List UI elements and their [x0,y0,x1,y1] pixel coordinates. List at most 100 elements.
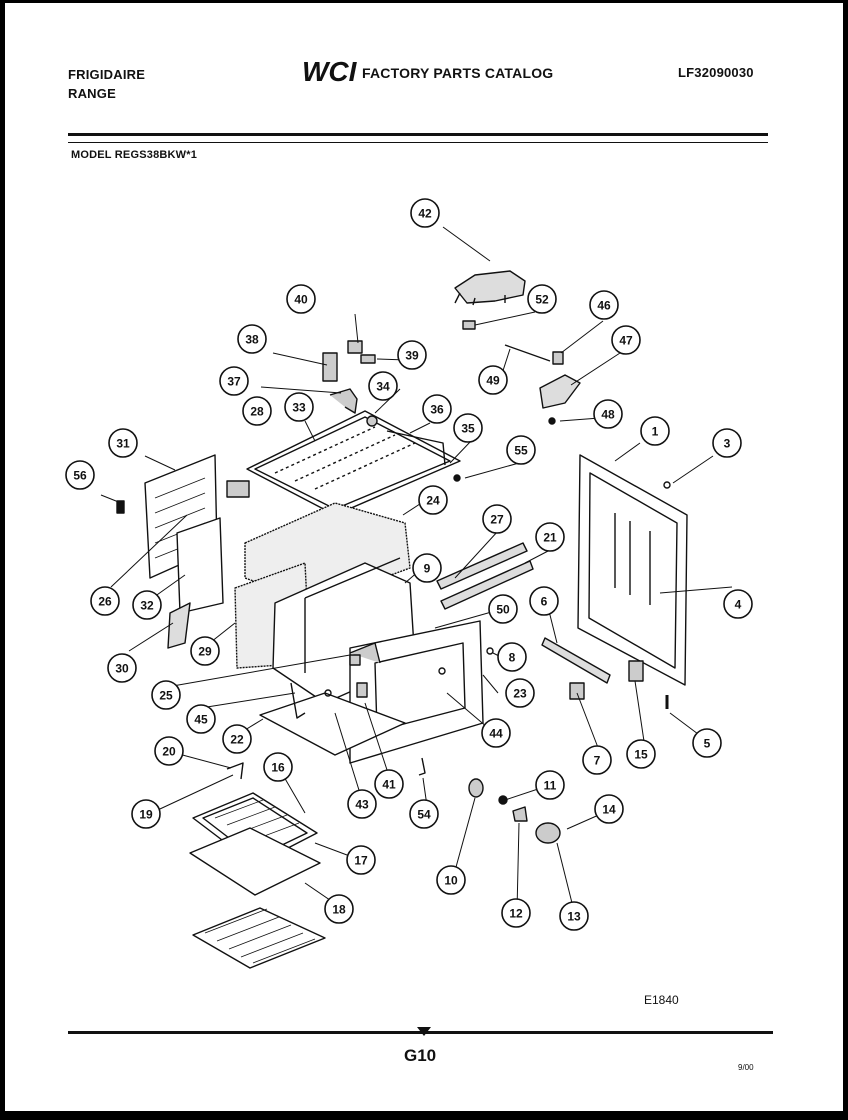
callout-label: 36 [430,403,444,417]
bracket-28 [226,480,250,498]
rack-18 [192,907,326,969]
callout-6: 6 [529,586,559,616]
callout-32: 32 [132,590,162,620]
callout-40: 40 [286,284,316,314]
callout-label: 31 [116,437,130,451]
gasket-50 [349,642,381,664]
callout-22: 22 [222,724,252,754]
callout-26: 26 [90,586,120,616]
callout-label: 45 [194,713,208,727]
callout-circle [409,799,439,829]
callout-label: 15 [634,748,648,762]
tube-37 [329,388,358,414]
callout-45: 45 [186,704,216,734]
rack-17 [189,827,321,896]
callout-label: 34 [376,380,390,394]
screw-48 [548,417,556,425]
callout-24: 24 [418,485,448,515]
callout-label: 50 [496,603,510,617]
callout-circle [410,198,440,228]
callout-label: 32 [140,599,154,613]
callout-label: 3 [724,437,731,451]
screw-43 [324,689,332,697]
callout-circle [589,290,619,320]
callout-circle [723,589,753,619]
fitting-34 [366,415,378,427]
callout-circle [582,745,612,775]
callout-label: 20 [162,745,176,759]
callout-circle [478,365,508,395]
callout-circle [436,865,466,895]
callout-circle [535,770,565,800]
callout-10: 10 [436,865,466,895]
callout-21: 21 [535,522,565,552]
callout-label: 25 [159,689,173,703]
callout-label: 46 [597,299,611,313]
callout-7: 7 [582,745,612,775]
callout-49: 49 [478,365,508,395]
clip-52 [462,320,476,330]
callout-circle [594,794,624,824]
model-number: MODEL REGS38BKW*1 [71,149,198,161]
callout-52: 52 [527,284,557,314]
callout-circle [481,718,511,748]
callout-38: 38 [237,324,267,354]
callout-circle [529,586,559,616]
callout-circle [90,586,120,616]
callout-label: 14 [602,803,616,817]
brand-block: FRIGIDAIRE RANGE [68,65,145,103]
callout-circle [453,413,483,443]
callout-circle [412,553,442,583]
callout-label: 29 [198,645,212,659]
callout-label: 4 [735,598,742,612]
parts-drawing [116,270,688,969]
callout-label: 42 [418,207,432,221]
callout-label: 11 [544,779,557,793]
bracket-6 [541,637,611,684]
callout-circle [497,642,527,672]
footer-rule-marker-icon [417,1027,431,1036]
clip-54 [418,757,426,776]
callout-label: 47 [619,334,633,348]
callout-label: 37 [227,375,241,389]
callout-19: 19 [131,799,161,829]
callout-circle [347,789,377,819]
top-burner-assembly-42 [454,270,526,304]
callout-48: 48 [593,399,623,429]
callout-label: 33 [292,401,306,415]
callout-46: 46 [589,290,619,320]
callout-label: 30 [115,662,129,676]
catalog-title: FACTORY PARTS CATALOG [362,65,554,81]
callout-23: 23 [505,678,535,708]
callout-43: 43 [347,789,377,819]
callout-3: 3 [712,428,742,458]
callout-50: 50 [488,594,518,624]
callout-label: 48 [601,408,615,422]
product-type: RANGE [68,86,116,101]
knob-12 [512,806,528,822]
callout-label: 18 [332,903,346,917]
callout-circle [505,678,535,708]
callout-circle [346,845,376,875]
back-panel-1 [577,454,688,686]
panel-32 [176,517,224,614]
callout-30: 30 [107,653,137,683]
callout-44: 44 [481,718,511,748]
callout-33: 33 [284,392,314,422]
callout-circle [190,636,220,666]
catalog-id: LF32090030 [678,65,754,80]
callout-1: 1 [640,416,670,446]
callout-36: 36 [422,394,452,424]
callout-circle [611,325,641,355]
rail-27 [436,542,528,590]
bracket-38 [322,352,338,382]
bracket-46 [552,351,564,365]
callout-41: 41 [374,769,404,799]
callout-55: 55 [506,435,536,465]
callout-label: 39 [405,349,419,363]
callout-label: 27 [490,513,504,527]
callout-circle [242,396,272,426]
clip-56 [116,500,125,514]
callout-circle [626,739,656,769]
